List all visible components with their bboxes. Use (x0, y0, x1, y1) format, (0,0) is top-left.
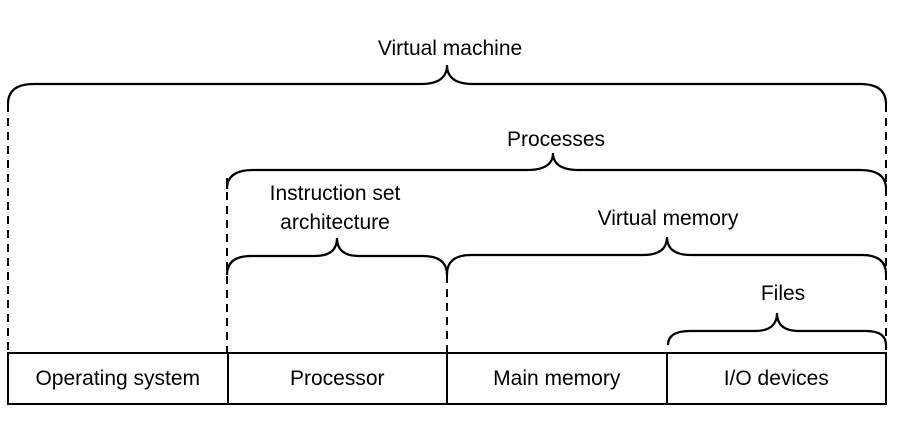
virtual-machine-brace (6, 64, 888, 105)
box-processor: Processor (226, 354, 447, 403)
instruction-set-architecture-brace (225, 237, 449, 276)
files-brace (666, 312, 888, 346)
box-operating-system: Operating system (35, 366, 201, 390)
label-instruction-set-architecture: Instruction set architecture (269, 182, 401, 234)
label-virtual-machine: Virtual machine (377, 37, 523, 60)
label-virtual-memory: Virtual memory (597, 207, 739, 230)
label-files: Files (760, 282, 806, 305)
virtual-memory-brace (445, 236, 888, 275)
box-io-devices: I/O devices (665, 354, 886, 403)
box-main-memory: Main memory (446, 354, 666, 403)
label-processes: Processes (506, 128, 606, 151)
processes-brace (225, 152, 888, 190)
hardware-box-row: Operating system Processor Main memory I… (7, 352, 887, 405)
